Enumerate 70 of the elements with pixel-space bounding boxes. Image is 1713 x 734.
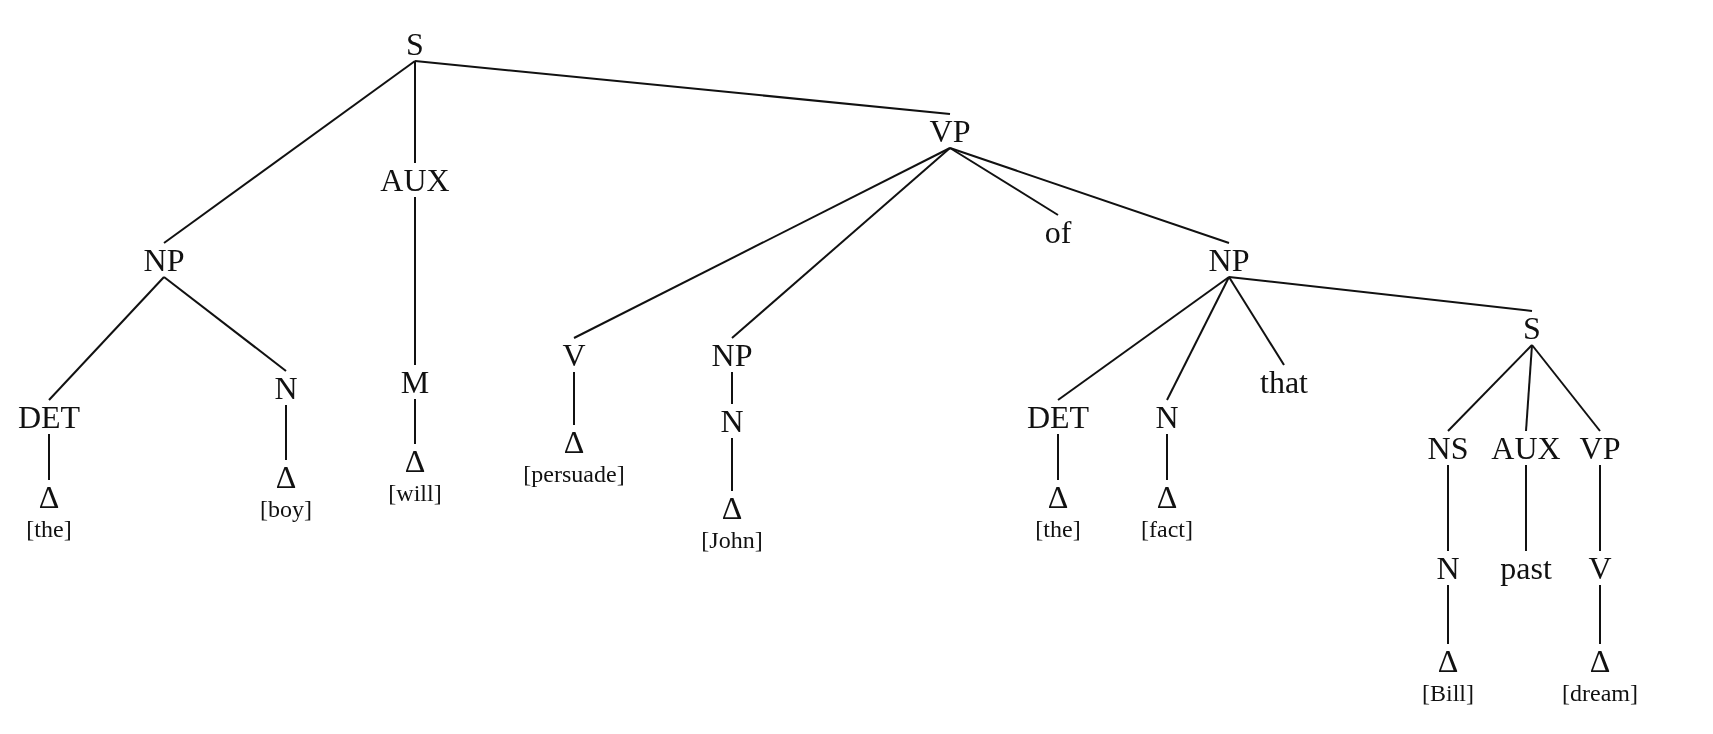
tree-node-label: N (272, 371, 300, 405)
tree-node-label: NP (709, 338, 755, 372)
tree-branch (731, 371, 733, 405)
word-label: [the] (26, 517, 72, 541)
tree-branch (1599, 584, 1601, 645)
word-label: [dream] (1562, 681, 1638, 705)
tree-node-label: Δ (1587, 644, 1613, 678)
tree-branch (414, 398, 416, 445)
tree-branch (1228, 276, 1285, 366)
tree-branch (163, 60, 416, 244)
tree-branch (573, 371, 575, 426)
tree-branch (414, 60, 416, 164)
tree-node-label: NP (1206, 243, 1252, 277)
tree-node-label: N (1153, 400, 1181, 434)
tree-node-label: Δ (1154, 480, 1180, 514)
tree-branch (731, 147, 951, 339)
tree-branch (1057, 276, 1230, 401)
word-label: [persuade] (523, 462, 625, 486)
tree-node-label: VP (927, 114, 973, 148)
tree-branch (1166, 433, 1168, 481)
tree-node-label: V (560, 338, 588, 372)
tree-node-label: AUX (1489, 431, 1563, 465)
tree-node-label: Δ (36, 480, 62, 514)
tree-branch (1228, 276, 1533, 312)
tree-branch (1057, 433, 1059, 481)
tree-branch (1531, 344, 1601, 432)
tree-node-label: DET (15, 400, 83, 434)
tree-branch (949, 147, 1230, 244)
tree-branch (1525, 344, 1533, 432)
tree-node-label: Δ (1435, 644, 1461, 678)
tree-node-label: V (1586, 551, 1614, 585)
tree-branch (414, 196, 416, 366)
tree-node-label: S (404, 27, 426, 61)
tree-branch (48, 433, 50, 481)
tree-node-label: of (1042, 215, 1074, 249)
tree-node-label: Δ (402, 444, 428, 478)
tree-branch (573, 147, 951, 339)
tree-node-label: Δ (561, 425, 587, 459)
tree-branch (48, 276, 165, 401)
word-label: [will] (388, 481, 442, 505)
tree-node-label: DET (1024, 400, 1092, 434)
tree-branch (414, 60, 951, 115)
tree-node-label: S (1521, 311, 1543, 345)
tree-node-label: NP (141, 243, 187, 277)
tree-node-label: AUX (378, 163, 452, 197)
tree-branch (1166, 276, 1230, 401)
tree-node-label: Δ (1045, 480, 1071, 514)
tree-node-label: N (718, 404, 746, 438)
tree-node-label: past (1498, 551, 1554, 585)
tree-node-label: VP (1577, 431, 1623, 465)
tree-branch (949, 147, 1059, 216)
tree-branch (1447, 464, 1449, 552)
word-label: [fact] (1141, 517, 1193, 541)
word-label: [the] (1035, 517, 1081, 541)
tree-branch (1599, 464, 1601, 552)
word-label: [boy] (260, 497, 312, 521)
tree-node-label: M (398, 365, 432, 399)
word-label: [John] (701, 528, 763, 552)
tree-node-label: N (1434, 551, 1462, 585)
word-label: [Bill] (1422, 681, 1474, 705)
tree-node-label: Δ (719, 491, 745, 525)
tree-branch (1447, 584, 1449, 645)
tree-branch (731, 437, 733, 492)
tree-branch (163, 276, 287, 372)
tree-branch (285, 404, 287, 461)
tree-node-label: NS (1425, 431, 1471, 465)
tree-node-label: that (1258, 365, 1310, 399)
tree-node-label: Δ (273, 460, 299, 494)
tree-branch (1525, 464, 1527, 552)
tree-branch (1447, 344, 1533, 432)
